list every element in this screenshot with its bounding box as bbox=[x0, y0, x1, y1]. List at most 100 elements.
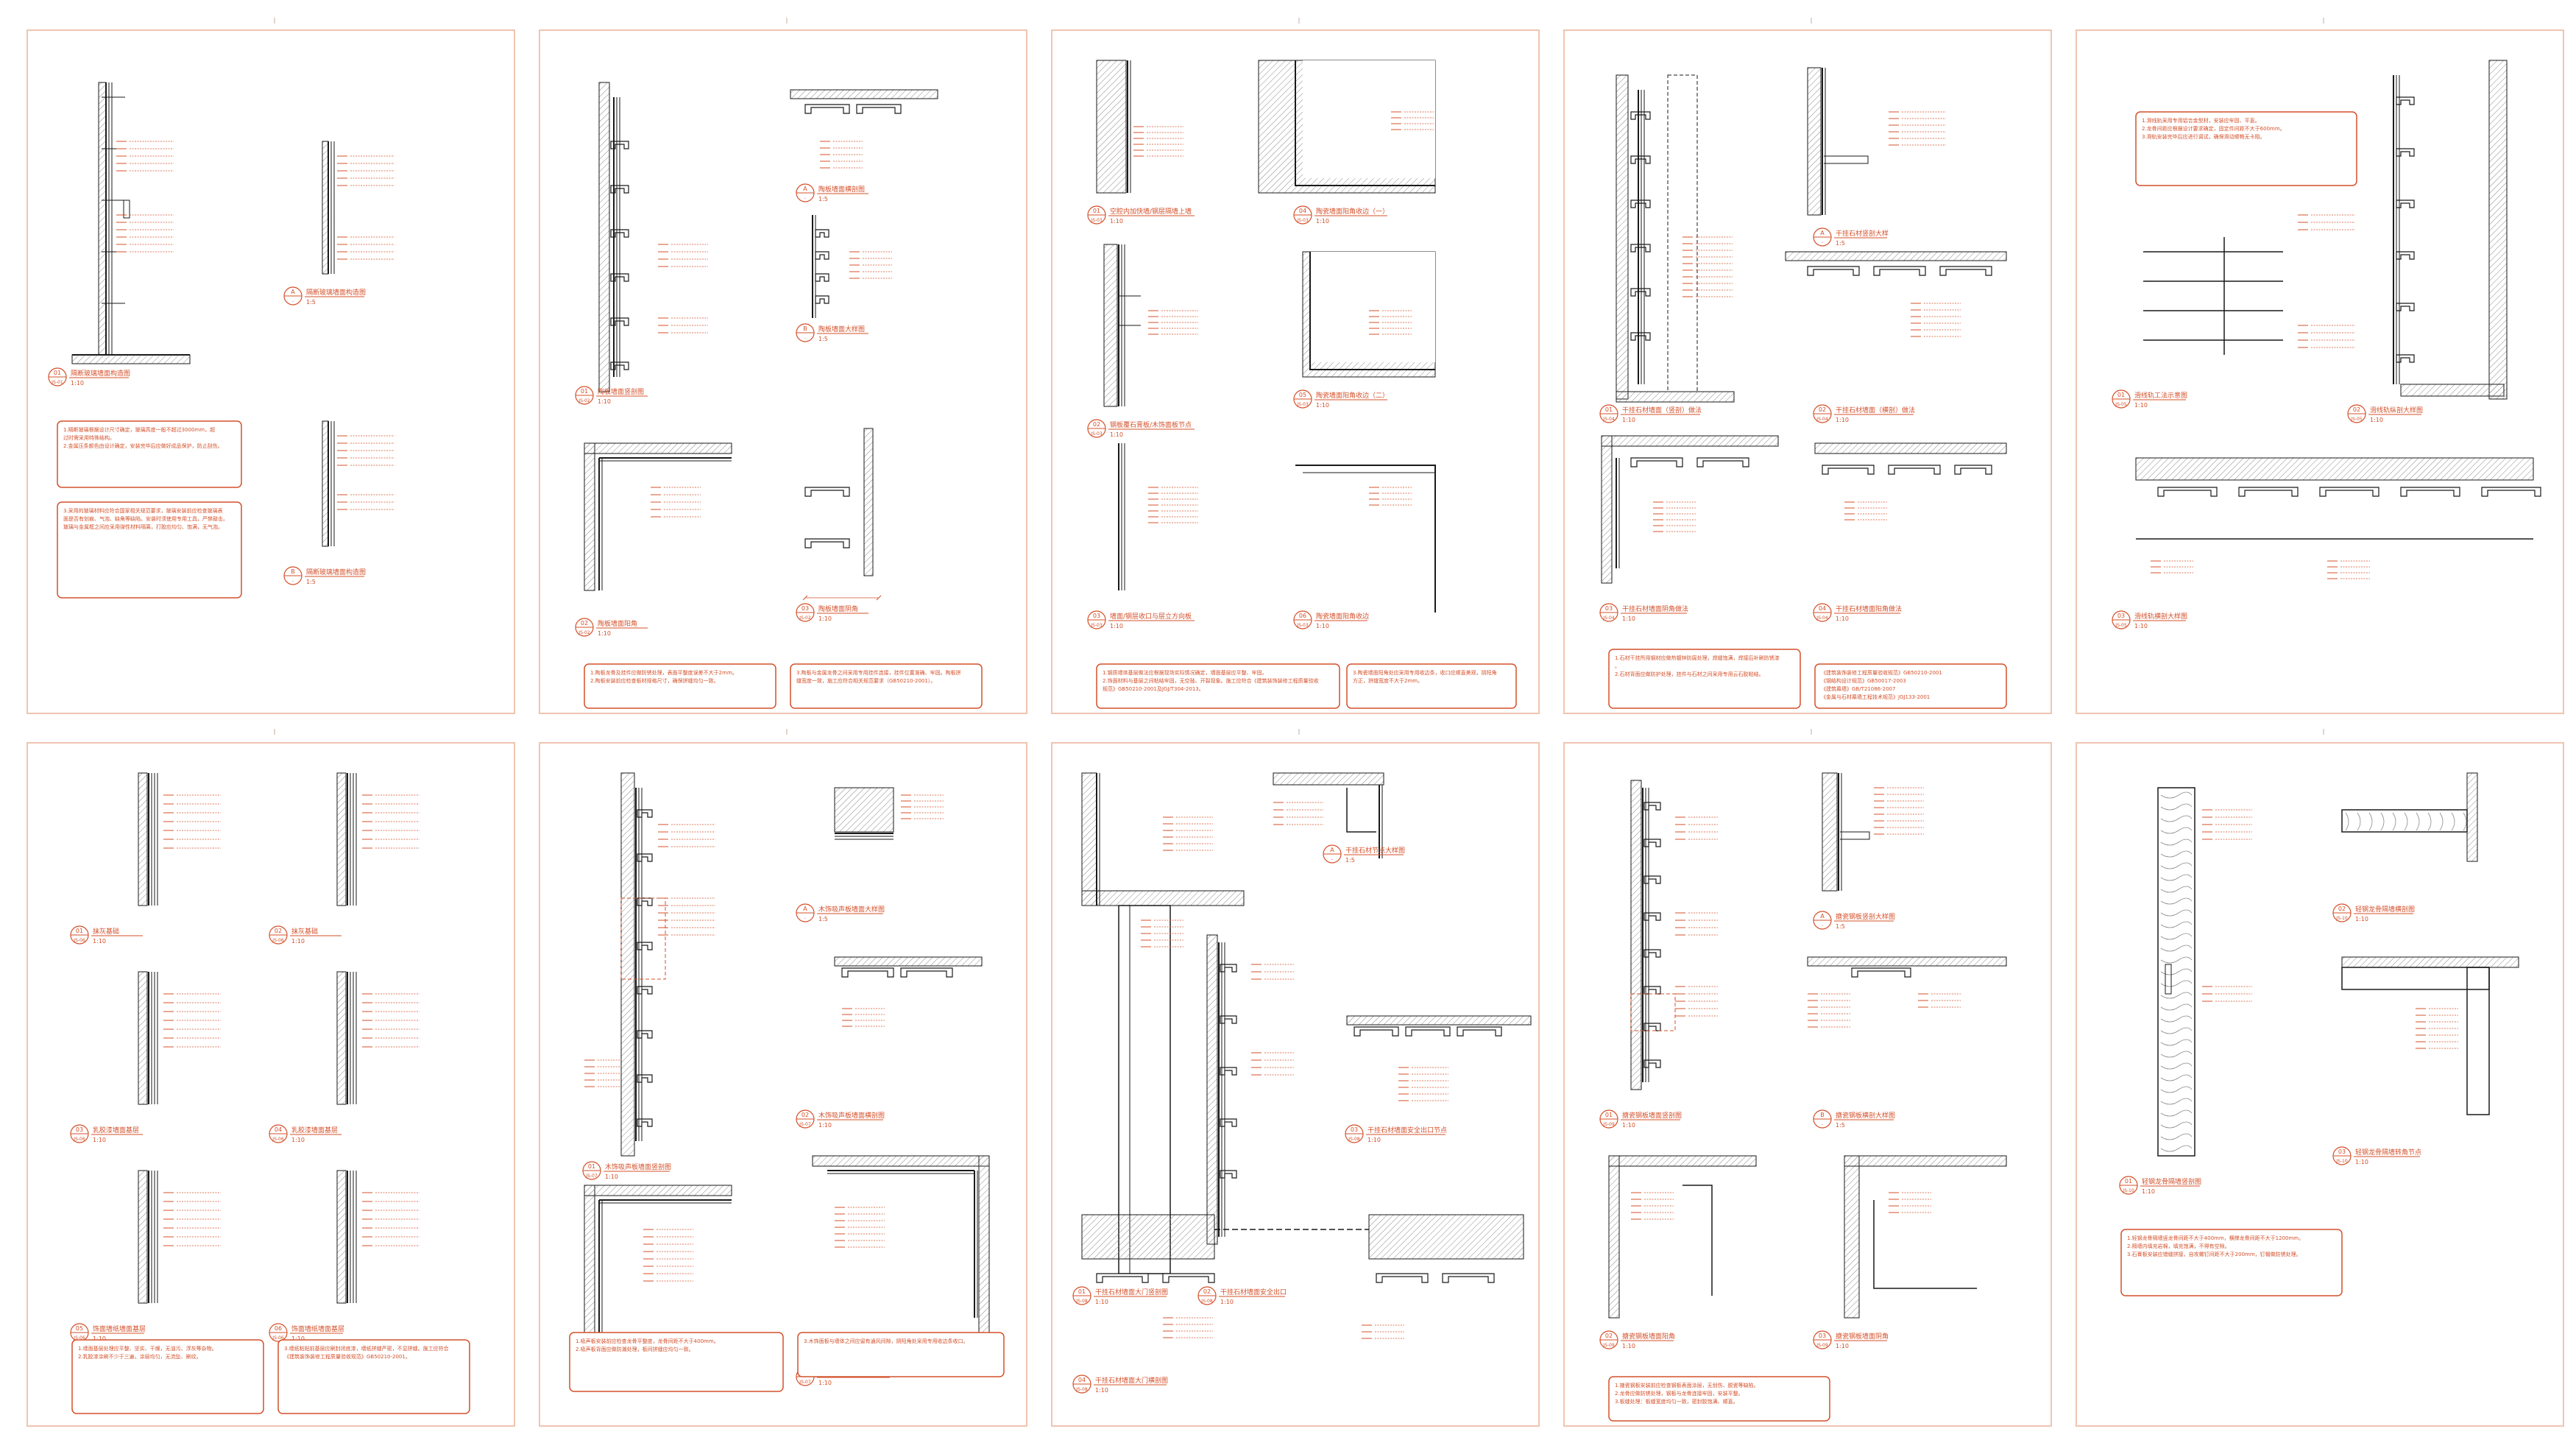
detail-title: 轻钢龙骨隔墙横剖图 bbox=[2355, 905, 2415, 914]
detail-sheet-ref: - bbox=[292, 579, 294, 584]
sheet-tick-mark bbox=[1298, 729, 1300, 735]
detail-sheet-ref: JS-04 bbox=[1602, 615, 1615, 621]
detail-title: 陶板墙面大样图 bbox=[818, 325, 865, 333]
detail-sheet-ref: JS-08 bbox=[1075, 1299, 1088, 1304]
note-box: 3.采用的玻璃材料应符合国家相关规范要求，玻璃安装前应检查玻璃表面是否有划痕、气… bbox=[57, 501, 242, 599]
detail-title: 滑线轨纵剖大样图 bbox=[2370, 406, 2423, 414]
detail-title: 木饰吸声板墙面横剖图 bbox=[818, 1111, 885, 1120]
note-box: 1.吸声板安装前应检查龙骨平整度，龙骨间距不大于400mm。2.吸声板背面应做防… bbox=[569, 1332, 784, 1392]
detail-title: 隔断玻璃墙面构造图 bbox=[306, 568, 366, 576]
detail-scale: 1:10 bbox=[1316, 623, 1329, 629]
detail-title: 干挂石材墙面（横剖）做法 bbox=[1836, 406, 1915, 414]
detail-title: 乳胶漆墙面基层 bbox=[291, 1126, 338, 1134]
detail-sheet-ref: JS-03 bbox=[1090, 431, 1103, 437]
detail-scale: 1:10 bbox=[2355, 916, 2368, 922]
detail-number: 01 bbox=[2125, 1178, 2132, 1185]
detail-number: 02 bbox=[2338, 906, 2346, 912]
detail-number: 05 bbox=[1299, 392, 1306, 398]
detail-number: 01 bbox=[1605, 1112, 1613, 1118]
detail-scale: 1:10 bbox=[605, 1174, 618, 1180]
sheet-tick-mark bbox=[786, 18, 788, 24]
sheet-tick-mark bbox=[2323, 18, 2324, 24]
detail-sheet-ref: JS-08 bbox=[1075, 1387, 1088, 1392]
detail-title: 陶瓷墙面阳角收边（一） bbox=[1316, 207, 1389, 216]
construction-lines bbox=[1601, 67, 2007, 584]
detail-scale: 1:10 bbox=[1316, 402, 1329, 409]
detail-sheet-ref: JS-04 bbox=[1602, 417, 1615, 422]
detail-title: 墙面/钢层收口与层立方向板 bbox=[1110, 612, 1192, 621]
detail-scale: 1:10 bbox=[1836, 615, 1849, 622]
note-box: 《建筑装饰装修工程质量验收规范》GB50210-2001《钢结构设计规范》GB5… bbox=[1814, 663, 2007, 709]
detail-sheet-ref: JS-08 bbox=[1200, 1299, 1213, 1304]
detail-scale: 1:10 bbox=[818, 1380, 832, 1386]
detail-sheet-ref: JS-08 bbox=[1348, 1137, 1360, 1142]
detail-sheet-ref: JS-06 bbox=[73, 1137, 85, 1142]
detail-title: 乳胶漆墙面基层 bbox=[93, 1126, 139, 1134]
detail-title: 滑线轨工法示意图 bbox=[2134, 391, 2187, 400]
detail-sheet-ref: JS-06 bbox=[272, 938, 284, 943]
detail-sheet-ref: JS-03 bbox=[1090, 218, 1103, 223]
detail-sheet-ref: JS-03 bbox=[1296, 623, 1309, 628]
detail-number: A bbox=[1820, 230, 1825, 236]
svg-text:1.滑线轨采用专用铝合金型材，安装应牢固、平直。2.龙骨间距: 1.滑线轨采用专用铝合金型材，安装应牢固、平直。2.龙骨间距应根据设计要求确定，… bbox=[2142, 117, 2285, 140]
detail-scale: 1:10 bbox=[291, 1137, 305, 1143]
detail-scale: 1:10 bbox=[1367, 1137, 1381, 1143]
construction-lines bbox=[2135, 60, 2541, 579]
detail-title: 干挂石材节点大样图 bbox=[1345, 846, 1405, 855]
